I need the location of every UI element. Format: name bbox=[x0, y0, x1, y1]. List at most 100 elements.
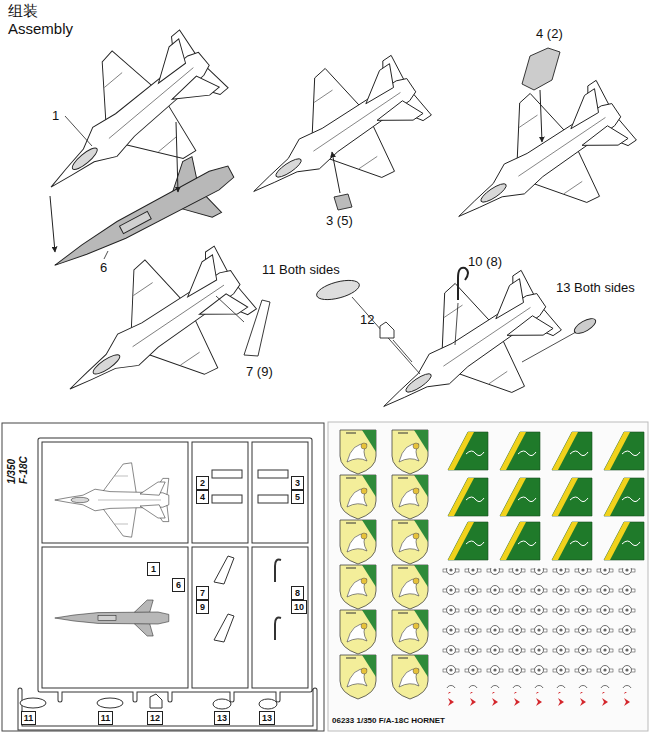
decal-sheet bbox=[328, 422, 648, 731]
leader-line bbox=[522, 332, 576, 362]
part-number-box: 13 bbox=[259, 711, 275, 725]
tail-decal bbox=[500, 522, 540, 560]
sheet-marking: 06233 1/350 F/A-18C HORNET bbox=[332, 716, 445, 726]
squadron-badge bbox=[392, 430, 428, 474]
sprue-part-2 bbox=[212, 470, 242, 478]
squadron-badge bbox=[340, 430, 376, 474]
part-number-box: 11 bbox=[98, 711, 113, 725]
aircraft-drawing bbox=[219, 34, 446, 243]
aircraft-drawing bbox=[34, 223, 272, 442]
part-number: 5 bbox=[295, 492, 300, 503]
part-13 bbox=[572, 316, 598, 337]
part-number-box: 1 bbox=[147, 562, 160, 576]
part-number-box: 3 bbox=[291, 476, 304, 490]
sprue-part-7 bbox=[214, 556, 234, 584]
squadron-badge bbox=[340, 520, 376, 564]
part-number: 11 bbox=[24, 713, 34, 724]
leader-line bbox=[455, 303, 458, 345]
part-number: 4 bbox=[200, 492, 205, 503]
part-number-box: 7 bbox=[196, 586, 209, 600]
part-number: 2 bbox=[200, 478, 205, 489]
callout-number: 4 (2) bbox=[536, 26, 563, 41]
leader-line bbox=[104, 251, 108, 259]
part-7 bbox=[244, 300, 270, 356]
leader-line bbox=[352, 297, 420, 374]
callout-number: 10 (8) bbox=[468, 254, 502, 269]
upper-fuselage-part bbox=[9, 9, 246, 237]
sprue-part-13 bbox=[259, 699, 277, 709]
sprue-part-1 bbox=[55, 463, 169, 537]
tail-decal bbox=[500, 432, 540, 470]
sprue-part-11 bbox=[97, 698, 123, 708]
sprue-part-5 bbox=[258, 495, 288, 503]
part-number: 8 bbox=[295, 588, 300, 599]
tail-decal bbox=[552, 522, 592, 560]
part-number: 6 bbox=[176, 580, 181, 591]
sprue-part-13 bbox=[213, 699, 231, 709]
aircraft-step-2 bbox=[219, 34, 446, 243]
sprue-part-8 bbox=[275, 560, 281, 582]
aircraft-drawing bbox=[424, 59, 650, 268]
runner bbox=[20, 440, 315, 728]
runner bbox=[20, 440, 315, 728]
aircraft-step-4 bbox=[34, 223, 272, 442]
chevron-decals bbox=[440, 692, 638, 706]
assembly-arrow bbox=[176, 122, 178, 192]
leader-line bbox=[216, 296, 244, 322]
part-12 bbox=[380, 322, 394, 338]
sprue-frame bbox=[2, 423, 324, 731]
squadron-badge bbox=[340, 475, 376, 519]
leader-line bbox=[393, 340, 412, 362]
tail-decal bbox=[448, 478, 488, 516]
part-number: 13 bbox=[262, 713, 272, 724]
squadron-badge bbox=[340, 610, 376, 654]
tail-decal bbox=[604, 478, 644, 516]
callout-number: 11 Both sides bbox=[262, 262, 340, 277]
squadron-badge bbox=[392, 655, 428, 699]
sheet-marking: 1/350 F-18C bbox=[6, 448, 30, 484]
part-number-box: 4 bbox=[196, 490, 209, 504]
part-number: 7 bbox=[200, 588, 205, 599]
part-number: 1 bbox=[151, 564, 156, 575]
callout-number: 7 (9) bbox=[246, 364, 273, 379]
part-3 bbox=[334, 194, 352, 210]
part-number-box: 2 bbox=[196, 476, 209, 490]
part-number: 3 bbox=[295, 478, 300, 489]
callout-number: 13 Both sides bbox=[556, 280, 635, 295]
sprue-part-6 bbox=[55, 600, 169, 636]
tail-decal bbox=[604, 432, 644, 470]
part-number-box: 13 bbox=[214, 711, 230, 725]
squadron-badge bbox=[340, 565, 376, 609]
part-number-box: 10 bbox=[291, 600, 307, 614]
callout-number: 3 (5) bbox=[326, 213, 353, 228]
callout-number: 12 bbox=[360, 312, 374, 327]
tail-decal bbox=[500, 478, 540, 516]
assembly-arrow bbox=[540, 90, 542, 142]
sprue-part-9 bbox=[214, 614, 234, 642]
sprue-part-11 bbox=[20, 698, 46, 708]
tail-decal bbox=[448, 432, 488, 470]
part-number: 13 bbox=[217, 713, 227, 724]
assembly-arrow bbox=[50, 196, 55, 252]
part-number-box: 11 bbox=[21, 711, 36, 725]
assembly-arrow bbox=[332, 152, 340, 193]
callout-number: 6 bbox=[100, 260, 107, 275]
decal-paper bbox=[328, 422, 648, 731]
part-number-box: 6 bbox=[172, 578, 185, 592]
part-number: 11 bbox=[101, 713, 111, 724]
callout-number: 1 bbox=[52, 108, 59, 123]
part-10 bbox=[458, 268, 468, 300]
aircraft-step-3 bbox=[424, 48, 650, 268]
tail-decal bbox=[448, 522, 488, 560]
leader-line bbox=[65, 116, 92, 146]
tail-decal bbox=[552, 432, 592, 470]
part-4 bbox=[522, 48, 560, 90]
part-number: 10 bbox=[294, 602, 304, 613]
squadron-badge bbox=[392, 520, 428, 564]
squadron-badge bbox=[392, 610, 428, 654]
part-number-box: 8 bbox=[291, 586, 304, 600]
sheet-title: 组装 Assembly bbox=[8, 2, 88, 38]
